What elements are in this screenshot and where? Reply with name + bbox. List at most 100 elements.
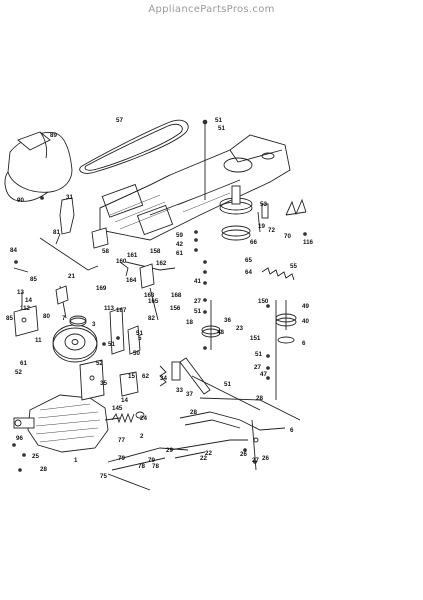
part-label[interactable]: 75 [100, 473, 107, 480]
part-label[interactable]: 51 [136, 330, 143, 337]
bracket-167[interactable] [127, 325, 141, 355]
seat-fender[interactable] [4, 131, 73, 202]
part-label[interactable]: 23 [236, 325, 243, 332]
part-label[interactable]: 64 [245, 269, 252, 276]
part-label[interactable]: 50 [133, 350, 140, 357]
part-label[interactable]: 160 [116, 258, 127, 265]
part-label[interactable]: 96 [16, 435, 23, 442]
part-label[interactable]: 49 [302, 303, 309, 310]
part-label[interactable]: 51 [108, 341, 115, 348]
rod-28[interactable] [179, 411, 286, 431]
part-label[interactable]: 84 [10, 247, 17, 254]
spring-14[interactable] [111, 412, 135, 424]
part-label[interactable]: 25 [32, 453, 39, 460]
part-label[interactable]: 15 [128, 373, 135, 380]
cylinder-35[interactable] [171, 361, 181, 381]
part-label[interactable]: 18 [186, 319, 193, 326]
part-label[interactable]: 28 [40, 466, 47, 473]
spring-62[interactable] [159, 365, 167, 387]
part-label[interactable]: 82 [148, 315, 155, 322]
part-label[interactable]: 7 [62, 315, 66, 322]
rod-23[interactable] [199, 397, 301, 421]
part-label[interactable]: 6 [290, 427, 294, 434]
rod-79[interactable] [107, 447, 189, 491]
part-label[interactable]: 29 [166, 447, 173, 454]
part-label[interactable]: 34 [160, 375, 167, 382]
part-label[interactable]: 27 [252, 457, 259, 464]
part-label[interactable]: 78 [138, 463, 145, 470]
drive-pulley-3[interactable] [52, 324, 98, 363]
part-label[interactable]: 81 [53, 229, 60, 236]
part-label[interactable]: 21 [68, 273, 75, 280]
part-label[interactable]: 2 [140, 433, 144, 440]
part-label[interactable]: 14 [25, 297, 32, 304]
part-label[interactable]: 161 [127, 252, 138, 259]
part-label[interactable]: 65 [245, 257, 252, 264]
part-label[interactable]: 31 [66, 194, 73, 201]
part-label[interactable]: 90 [17, 197, 24, 204]
part-label[interactable]: 3 [92, 321, 96, 328]
rod-19[interactable] [257, 203, 269, 233]
part-label[interactable]: 37 [186, 391, 193, 398]
part-label[interactable]: 112 [20, 305, 31, 312]
bracket-70[interactable] [285, 198, 307, 216]
part-label[interactable]: 19 [258, 223, 265, 230]
part-label[interactable]: 150 [258, 298, 269, 305]
part-label[interactable]: 52 [96, 360, 103, 367]
bracket-31[interactable] [55, 197, 75, 245]
part-label[interactable]: 36 [224, 317, 231, 324]
part-label[interactable]: 22 [200, 455, 207, 462]
part-label[interactable]: 59 [176, 232, 183, 239]
part-label[interactable]: 26 [262, 455, 269, 462]
part-label[interactable]: 80 [43, 313, 50, 320]
shaft-37[interactable] [179, 357, 261, 411]
bracket-15[interactable] [79, 359, 105, 401]
part-label[interactable]: 72 [268, 227, 275, 234]
part-label[interactable]: 11 [35, 337, 42, 344]
bolt-51-top[interactable] [202, 119, 208, 200]
part-label[interactable]: 145 [112, 405, 123, 412]
part-label[interactable]: 47 [260, 371, 267, 378]
part-label[interactable]: 22 [205, 450, 212, 457]
part-label[interactable]: 28 [190, 409, 197, 416]
part-label[interactable]: 35 [100, 380, 107, 387]
part-label[interactable]: 70 [284, 233, 291, 240]
part-label[interactable]: 58 [102, 248, 109, 255]
part-label[interactable]: 85 [30, 276, 37, 283]
part-label[interactable]: 167 [116, 307, 127, 314]
bracket-58[interactable] [91, 227, 109, 249]
part-label[interactable]: 48 [217, 329, 224, 336]
part-label[interactable]: 26 [240, 451, 247, 458]
part-label[interactable]: 163 [144, 292, 155, 299]
drive-belt[interactable] [79, 119, 189, 174]
part-label[interactable]: 156 [170, 305, 181, 312]
part-label[interactable]: 62 [142, 373, 149, 380]
part-label[interactable]: 51 [218, 125, 225, 132]
part-label[interactable]: 51 [255, 351, 262, 358]
part-label[interactable]: 53 [260, 201, 267, 208]
part-label[interactable]: 57 [116, 117, 123, 124]
pulley-48[interactable] [201, 300, 221, 350]
part-label[interactable]: 52 [15, 369, 22, 376]
part-label[interactable]: 89 [50, 132, 57, 139]
part-label[interactable]: 6 [302, 340, 306, 347]
part-label[interactable]: 165 [148, 298, 159, 305]
part-label[interactable]: 27 [194, 298, 201, 305]
part-label[interactable]: 33 [176, 387, 183, 394]
bracket-85[interactable] [13, 305, 39, 337]
part-label[interactable]: 51 [224, 381, 231, 388]
part-label[interactable]: 79 [148, 457, 155, 464]
part-label[interactable]: 40 [302, 318, 309, 325]
part-label[interactable]: 79 [118, 455, 125, 462]
lever-21[interactable] [55, 285, 69, 319]
part-label[interactable]: 13 [17, 289, 24, 296]
bracket-61[interactable] [119, 371, 139, 397]
shift-rod-84[interactable] [13, 237, 99, 273]
transaxle-1[interactable] [13, 394, 121, 453]
part-label[interactable]: 14 [121, 397, 128, 404]
part-label[interactable]: 168 [171, 292, 182, 299]
part-label[interactable]: 158 [150, 248, 161, 255]
chassis-frame[interactable] [99, 134, 291, 241]
bracket-113[interactable] [109, 307, 125, 355]
part-label[interactable]: 169 [96, 285, 107, 292]
